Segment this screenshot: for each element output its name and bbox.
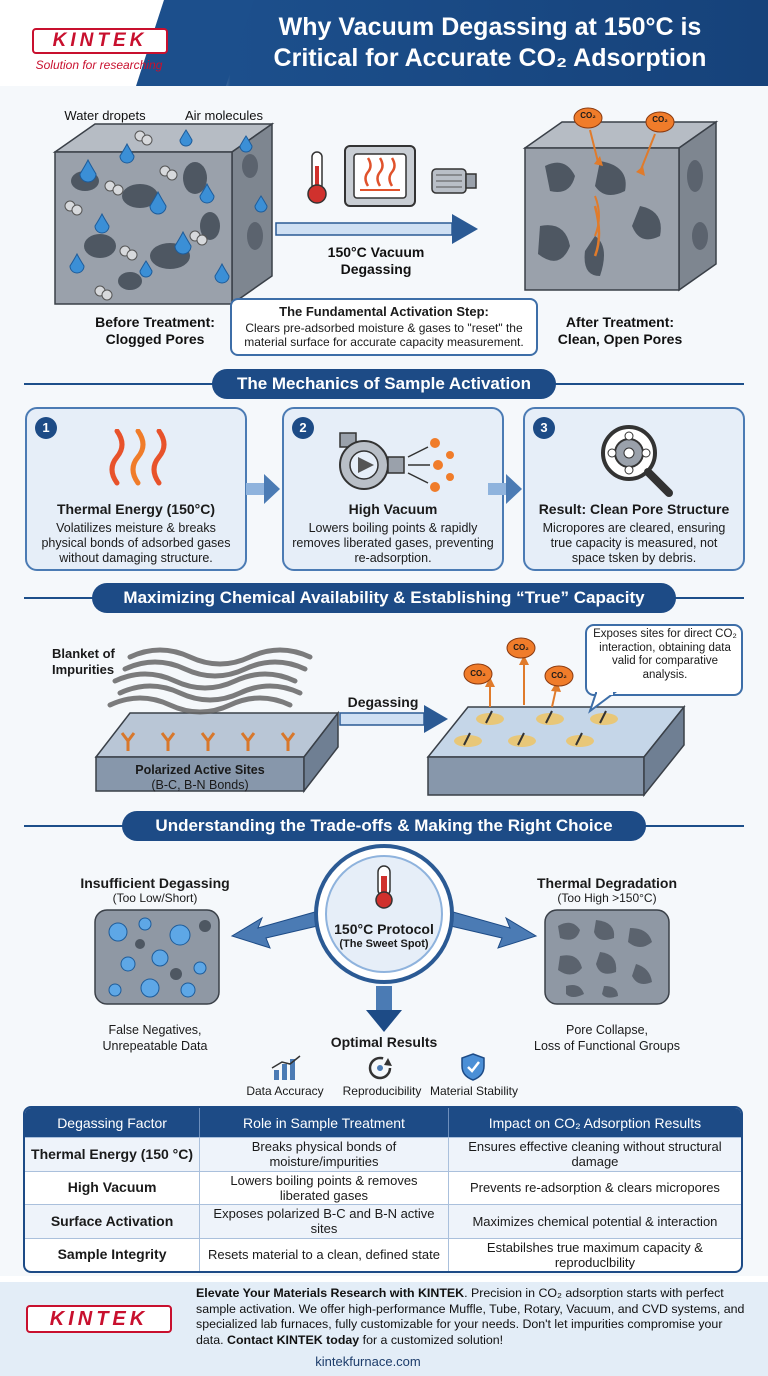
- footer-logo[interactable]: KINTEK: [49, 1308, 149, 1330]
- degassing-label: Degassing: [347, 694, 419, 710]
- co2-tag: CO₂: [551, 671, 567, 680]
- step-arrow-icon: [488, 474, 522, 504]
- table-header-row: Degassing Factor Role in Sample Treatmen…: [25, 1108, 741, 1137]
- table-cell: Ensures effective cleaning without struc…: [448, 1137, 741, 1171]
- process-arrow: [275, 214, 478, 244]
- degassing-arrow: [339, 705, 448, 733]
- callout-text: Clears pre-adsorbed moisture & gases to …: [244, 321, 524, 349]
- insufficient-result: False Negatives,Unrepeatable Data: [102, 1023, 208, 1053]
- bar-chart-icon: [271, 1055, 301, 1080]
- footer-website-link[interactable]: kintekfurnace.com: [315, 1354, 421, 1369]
- down-arrow: [366, 986, 402, 1032]
- table-row: High Vacuum Lowers boiling points & remo…: [25, 1170, 741, 1205]
- refresh-icon: [368, 1056, 392, 1080]
- step-number: 1: [35, 417, 57, 439]
- protocol-title: 150°C Protocol: [334, 921, 434, 937]
- shield-check-icon: [461, 1053, 485, 1081]
- table-cell: Breaks physical bonds of moisture/impuri…: [200, 1137, 449, 1171]
- logo-frame: [32, 28, 168, 54]
- benefit-accuracy: Data Accuracy: [246, 1084, 324, 1098]
- footer-text: Elevate Your Materials Research with KIN…: [196, 1286, 745, 1347]
- co2-tag: CO₂: [470, 669, 486, 678]
- header-tagline: Solution for researching: [35, 58, 163, 72]
- thermal-degradation-label: Thermal Degradation (Too High >150°C): [536, 875, 678, 905]
- vacuum-pump-icon: [339, 432, 454, 492]
- table-header-cell: Degassing Factor: [25, 1108, 201, 1137]
- magnifier-icon: [601, 425, 673, 497]
- section-heading-tradeoffs: Understanding the Trade-offs & Making th…: [122, 811, 646, 841]
- table-row: Surface Activation Exposes polarized B-C…: [25, 1204, 741, 1238]
- step-arrow-icon: [246, 474, 280, 504]
- step-number: 2: [292, 417, 314, 439]
- right-arrow: [441, 909, 538, 949]
- mechanics-card-thermal: 1 Thermal Energy (150°C) Volatilizes mei…: [25, 407, 247, 571]
- table-cell: High Vacuum: [25, 1170, 201, 1204]
- benefit-reproducibility: Reproducibility: [342, 1084, 422, 1098]
- protocol-subtitle: (The Sweet Spot): [339, 938, 429, 950]
- table-cell: Exposes polarized B-C and B-N active sit…: [200, 1204, 449, 1238]
- hero-diagram: [52, 107, 719, 306]
- mechanics-card-result: 3 Result: Clean Pore Structure Micropore…: [523, 407, 745, 571]
- co2-tag: CO₂: [652, 115, 668, 124]
- header-logo[interactable]: KINTEK: [52, 30, 148, 51]
- co2-tag: CO₂: [580, 111, 596, 120]
- mechanics-card-vacuum: 2 High Vacuum Lowers boiling points & ra…: [282, 407, 504, 571]
- impurity-slab: [94, 647, 340, 794]
- surface-diagram: [94, 624, 743, 798]
- table-cell: Estabilshes true maximum capacity & repr…: [448, 1237, 741, 1272]
- table-cell: Maximizes chemical potential & interacti…: [448, 1204, 741, 1238]
- activation-callout: The Fundamental Activation Step: Clears …: [230, 298, 538, 356]
- section-heading-mechanics: The Mechanics of Sample Activation: [212, 369, 556, 399]
- table-header-cell: Impact on CO₂ Adsorption Results: [448, 1108, 741, 1137]
- degradation-sample-high: [544, 909, 670, 1005]
- water-droplets-label: Water dropets: [64, 108, 146, 123]
- table-cell: Lowers boiling points & removes liberate…: [200, 1170, 449, 1204]
- table-cell: Sample Integrity: [25, 1237, 201, 1271]
- furnace-icon: [344, 145, 416, 207]
- clean-slab: [426, 637, 686, 798]
- bubble-text: Exposes sites for direct CO₂ interaction…: [593, 628, 737, 681]
- insufficient-degassing-label: Insufficient Degassing (Too Low/Short): [80, 875, 230, 905]
- co2-tag: CO₂: [513, 643, 529, 652]
- vacuum-pump-icon: [431, 168, 477, 194]
- table-cell: Prevents re-adsorption & clears micropor…: [448, 1170, 741, 1205]
- tradeoff-diagram: [94, 844, 670, 1032]
- table-header-cell: Role in Sample Treatment: [200, 1108, 449, 1137]
- active-sites-label: Polarized Active Sites(B-C, B-N Bonds): [135, 763, 265, 792]
- clogged-block-icon: [52, 122, 275, 306]
- step-number: 3: [533, 417, 555, 439]
- optimal-results-label: Optimal Results: [330, 1034, 438, 1050]
- callout-title: The Fundamental Activation Step:: [279, 304, 489, 319]
- after-label: After Treatment:Clean, Open Pores: [557, 314, 683, 347]
- degassing-sample-low: [94, 909, 220, 1005]
- speech-bubble: [585, 624, 743, 714]
- protocol-dial: [314, 844, 454, 984]
- table-cell: Surface Activation: [25, 1204, 201, 1238]
- before-label: Before Treatment:Clogged Pores: [95, 314, 215, 347]
- co2-bubbles: [573, 107, 675, 176]
- left-arrow: [230, 909, 327, 949]
- clean-block-icon: [522, 120, 719, 292]
- table-row: Thermal Energy (150 °C) Breaks physical …: [25, 1137, 741, 1171]
- air-molecules-label: Air molecules: [184, 108, 264, 123]
- footer-logo-frame: [26, 1305, 172, 1333]
- page-title: Why Vacuum Degassing at 150°C is Critica…: [273, 13, 707, 72]
- degassing-factors-table: Degassing Factor Role in Sample Treatmen…: [23, 1106, 743, 1273]
- table-row: Sample Integrity Resets material to a cl…: [25, 1237, 741, 1272]
- section-heading-availability: Maximizing Chemical Availability & Estab…: [92, 583, 676, 613]
- thermometer-icon: [307, 151, 327, 204]
- heat-waves-icon: [109, 429, 167, 486]
- table-cell: Resets material to a clean, defined stat…: [200, 1237, 449, 1271]
- benefit-stability: Material Stability: [429, 1084, 519, 1098]
- degradation-result: Pore Collapse,Loss of Functional Groups: [534, 1023, 680, 1053]
- table-cell: Thermal Energy (150 °C): [25, 1137, 201, 1171]
